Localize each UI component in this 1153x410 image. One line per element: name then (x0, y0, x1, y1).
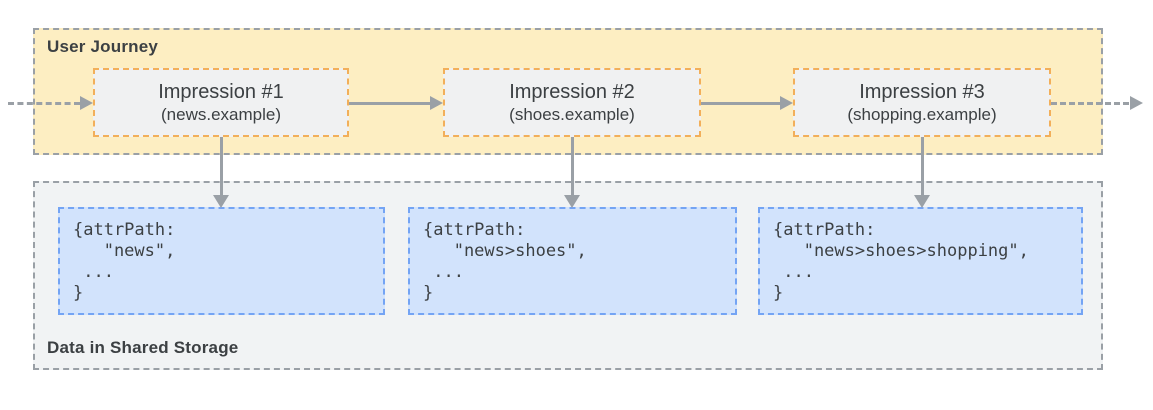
arrow-line (571, 137, 574, 195)
impression-1-domain: (news.example) (161, 105, 281, 124)
arrow-line (220, 137, 223, 195)
journey-entry-dashed-arrow (8, 96, 93, 111)
user-journey-label: User Journey (47, 37, 159, 56)
arrowhead-down-icon (213, 195, 229, 208)
impression-2-domain: (shoes.example) (509, 105, 635, 124)
impression-3-title: Impression #3 (859, 81, 985, 103)
arrowhead-right-icon (780, 96, 793, 110)
arrow-line (921, 137, 924, 195)
arrow-impression2-to-impression3 (701, 96, 793, 111)
impression-3-box: Impression #3 (shopping.example) (793, 68, 1051, 137)
arrow-line (701, 102, 780, 105)
impression-2-title: Impression #2 (509, 81, 635, 103)
arrowhead-right-icon (80, 96, 93, 110)
storage-entry-1-box: {attrPath: "news", ... } (58, 207, 385, 315)
arrow-impression1-to-impression2 (349, 96, 443, 111)
storage-entry-2-box: {attrPath: "news>shoes", ... } (408, 207, 737, 315)
arrowhead-right-icon (1130, 96, 1143, 110)
arrow-line (8, 102, 80, 105)
arrow-line (1051, 102, 1129, 105)
shared-storage-label: Data in Shared Storage (47, 338, 239, 357)
arrow-impression1-to-storage1 (213, 137, 229, 208)
arrow-line (349, 102, 430, 105)
storage-entry-2-code: {attrPath: "news>shoes", ... } (423, 220, 587, 303)
journey-exit-dashed-arrow (1051, 96, 1143, 111)
impression-2-box: Impression #2 (shoes.example) (443, 68, 701, 137)
arrow-impression2-to-storage2 (564, 137, 580, 208)
storage-entry-3-code: {attrPath: "news>shoes>shopping", ... } (773, 220, 1029, 303)
impression-1-title: Impression #1 (158, 81, 284, 103)
arrowhead-down-icon (564, 195, 580, 208)
arrowhead-right-icon (430, 96, 443, 110)
arrow-impression3-to-storage3 (914, 137, 930, 208)
storage-entry-1-code: {attrPath: "news", ... } (73, 220, 176, 303)
storage-entry-3-box: {attrPath: "news>shoes>shopping", ... } (758, 207, 1083, 315)
impression-3-domain: (shopping.example) (847, 105, 997, 124)
arrowhead-down-icon (914, 195, 930, 208)
impression-1-box: Impression #1 (news.example) (93, 68, 349, 137)
